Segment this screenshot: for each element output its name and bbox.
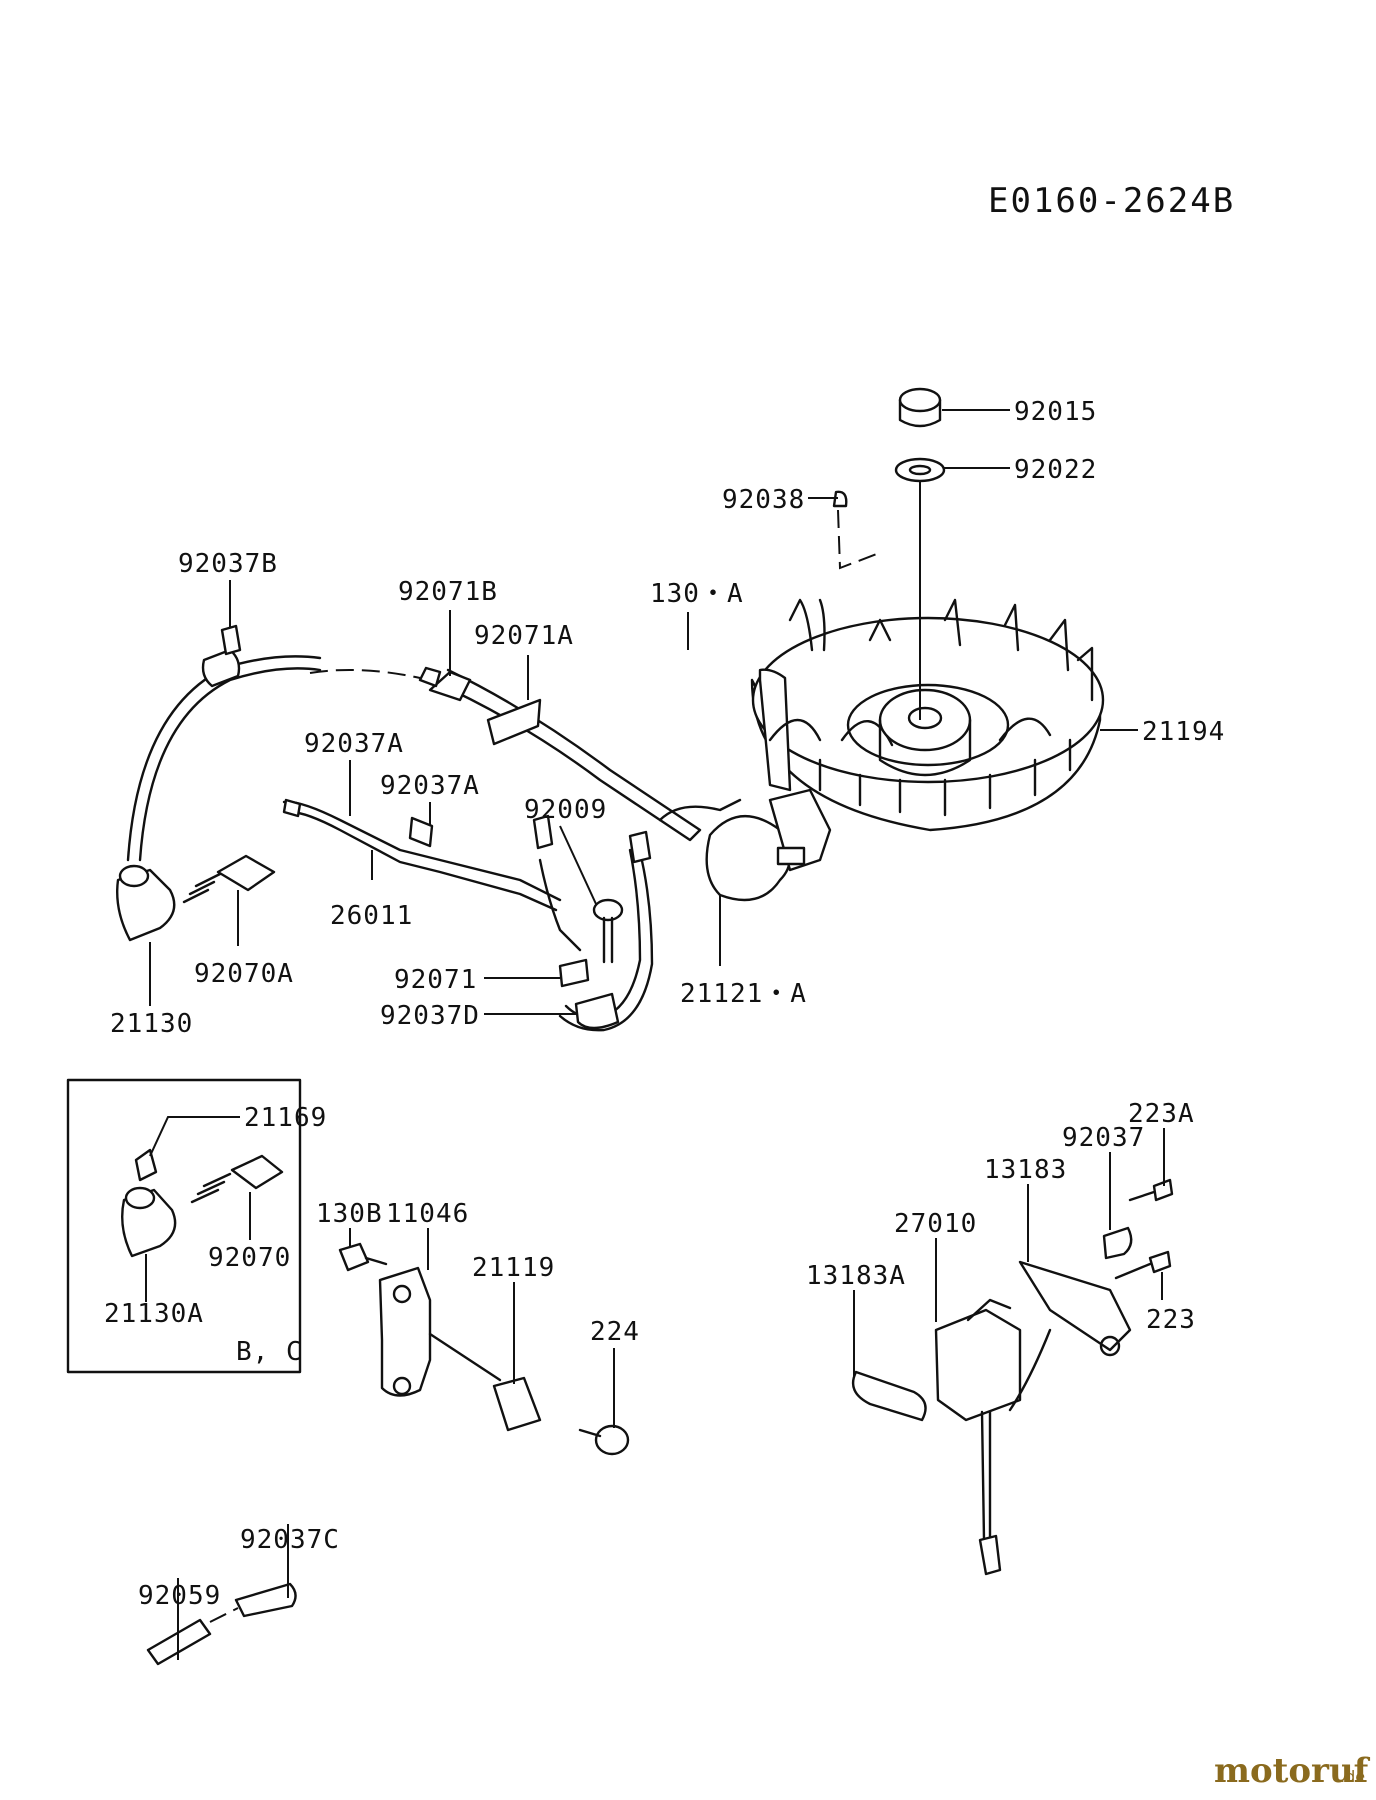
label-21194: 21194 <box>1142 717 1225 747</box>
label-21121a: 21121・A <box>680 979 807 1009</box>
label-92037: 92037 <box>1062 1123 1145 1153</box>
label-92037d: 92037D <box>380 1001 480 1031</box>
label-130a: 130・A <box>650 579 744 609</box>
label-92059: 92059 <box>138 1581 221 1611</box>
label-92070: 92070 <box>208 1243 291 1273</box>
label-224: 224 <box>590 1317 640 1347</box>
ignition-coil-drawing <box>658 788 832 902</box>
label-223: 223 <box>1146 1305 1196 1335</box>
label-92071: 92071 <box>394 965 477 995</box>
label-92009: 92009 <box>524 795 607 825</box>
part-labels: 92015 92022 92038 92037B 92071B 92071A 1… <box>104 397 1225 1611</box>
svg-text:motoruf: motoruf <box>1214 1751 1371 1791</box>
label-21130a: 21130A <box>104 1299 204 1329</box>
label-26011: 26011 <box>330 901 413 931</box>
label-92022: 92022 <box>1014 455 1097 485</box>
label-11046: 11046 <box>386 1199 469 1229</box>
label-92037a-2: 92037A <box>380 771 480 801</box>
label-13183a: 13183A <box>806 1261 906 1291</box>
inset-caption: B, C <box>236 1337 303 1367</box>
label-92071a: 92071A <box>474 621 574 651</box>
cable-route <box>309 668 421 679</box>
label-92015: 92015 <box>1014 397 1097 427</box>
label-21169: 21169 <box>244 1103 327 1133</box>
label-92071b: 92071B <box>398 577 498 607</box>
stop-wire-drawing <box>282 798 654 1032</box>
diagram-code: E0160-2624B <box>988 181 1235 221</box>
label-92037a-1: 92037A <box>304 729 404 759</box>
label-92038: 92038 <box>722 485 805 515</box>
label-21130: 21130 <box>110 1009 193 1039</box>
lower-parts-drawing <box>146 1178 1174 1666</box>
label-92070a: 92070A <box>194 959 294 989</box>
svg-text:.de: .de <box>1340 1767 1365 1786</box>
hightension-lead-drawing <box>116 624 702 942</box>
label-223a: 223A <box>1128 1099 1195 1129</box>
watermark-logo: motoruf .de <box>1214 1751 1371 1791</box>
label-92037b: 92037B <box>178 549 278 579</box>
label-130b: 130B <box>316 1199 383 1229</box>
label-27010: 27010 <box>894 1209 977 1239</box>
label-92037c: 92037C <box>240 1525 340 1555</box>
inset-b-c: B, C <box>66 1078 303 1374</box>
label-13183: 13183 <box>984 1155 1067 1185</box>
leader-lines <box>145 409 1165 1660</box>
flywheel-drawing <box>750 387 1105 832</box>
label-21119: 21119 <box>472 1253 555 1283</box>
key-axis <box>837 509 883 570</box>
